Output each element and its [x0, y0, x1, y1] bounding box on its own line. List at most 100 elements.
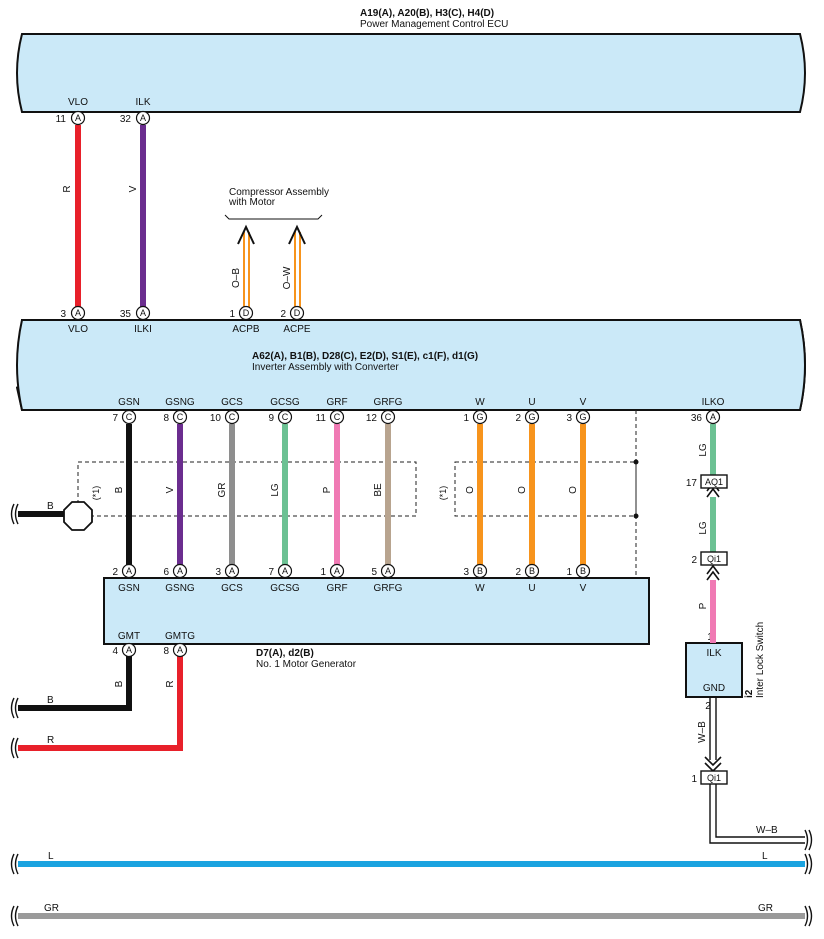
junction-aq1-num: 17 — [686, 478, 698, 489]
inverter-pin-conn-gcs: C — [229, 412, 236, 422]
inverter-pin-conn-grf: C — [334, 412, 341, 422]
motor-generator-code: D7(A), d2(B) — [256, 648, 314, 659]
inverter-terminal-v — [575, 409, 591, 425]
inverter-pin-conn-acpb: D — [243, 308, 250, 318]
mg-pin-label-v: V — [580, 583, 587, 594]
junction-aq1-box — [700, 474, 728, 489]
inverter-terminal-grf — [329, 409, 345, 425]
shield-junction-top — [633, 459, 639, 465]
inverter-pin-num-grfg: 12 — [366, 413, 378, 424]
wire-code-w: O — [465, 486, 476, 494]
inverter-pin-conn-v: G — [579, 412, 586, 422]
ecu-pin-ilk: ILK 32 A — [120, 97, 151, 126]
inverter-name: Inverter Assembly with Converter — [252, 362, 399, 373]
mg-pin-label-gsng: GSNG — [165, 583, 195, 594]
motor-generator-name: No. 1 Motor Generator — [256, 659, 357, 670]
mg-pin-gmt: GMT 4 A — [112, 631, 140, 658]
wire-code-gsn: B — [114, 486, 125, 493]
mg-pin-num-grfg: 5 — [371, 567, 377, 578]
wire-code-gmtg-left: R — [47, 735, 54, 746]
mg-terminal-gcsg — [277, 563, 293, 579]
junction-qi1-lower-label: Qi1 — [707, 773, 721, 783]
inverter-terminal-gsng — [172, 409, 188, 425]
mg-pin-conn-v: B — [580, 566, 586, 576]
inverter-pin-label-acpe: ACPE — [283, 324, 311, 335]
inverter-terminal-ilki — [135, 305, 151, 321]
inverter-box-body — [16, 319, 806, 411]
inverter-pin-num-ilko: 36 — [691, 413, 703, 424]
junction-qi1-upper-num: 2 — [691, 555, 697, 566]
inverter-pin-num-u: 2 — [515, 413, 521, 424]
inverter-pin-conn-grfg: C — [385, 412, 392, 422]
wire-gmtg — [18, 656, 183, 751]
junction-qi1-upper-box — [700, 551, 728, 566]
mg-terminal-gsng — [172, 563, 188, 579]
ecu-code: A19(A), A20(B), H3(C), H4(D) — [360, 8, 494, 19]
inverter-pin-num-gsn: 7 — [112, 413, 118, 424]
break-mark-gr-left-icon — [10, 905, 19, 927]
mg-pin-conn-gmtg: A — [177, 645, 183, 655]
mg-pin-num-gmt: 4 — [112, 646, 118, 657]
inverter-pin-num-gsng: 8 — [163, 413, 169, 424]
ecu-terminal-vlo — [70, 110, 86, 126]
break-mark-l-right-icon — [804, 853, 813, 875]
interlock-label-bottom: GND — [703, 683, 725, 694]
inverter-pin-ilki: 35 A ILKI — [120, 305, 152, 335]
interlock-pin-bottom: 2 — [705, 701, 711, 712]
mg-pin-label-grf: GRF — [326, 583, 347, 594]
wire-code-gmtg: R — [165, 680, 176, 687]
ecu-box — [16, 33, 806, 113]
inverter-pin-label-v: V — [580, 397, 587, 408]
inverter-code: A62(A), B1(B), D28(C), E2(D), S1(E), c1(… — [252, 351, 478, 362]
wire-code-gcs: GR — [217, 483, 228, 498]
wire-code-grf: P — [322, 486, 333, 493]
inverter-pin-conn-w: G — [476, 412, 483, 422]
inverter-pin-num-acpb: 1 — [229, 309, 235, 320]
mg-pin-conn-gcsg: A — [282, 566, 288, 576]
mg-pin-label-w: W — [475, 583, 485, 594]
wire-code-acpb: O–B — [231, 268, 242, 288]
mg-pin-conn-grf: A — [334, 566, 340, 576]
inverter-pin-conn-gsn: C — [126, 412, 133, 422]
inverter-pin-label-gsn: GSN — [118, 397, 140, 408]
inverter-pin-label-vlo: VLO — [68, 324, 88, 335]
inverter-pin-acpe: 2 D ACPE — [280, 305, 311, 335]
ecu-pin-vlo: VLO 11 A — [56, 97, 88, 126]
inverter-pin-vlo: 3 A VLO — [60, 305, 88, 335]
arrow-acpe-icon — [288, 224, 306, 245]
interlock-switch-box — [685, 642, 743, 698]
mg-pin-conn-gmt: A — [126, 645, 132, 655]
ecu-pin-conn-ilk: A — [140, 113, 146, 123]
break-mark-ground-right-icon — [804, 829, 813, 851]
break-mark-shield-icon — [10, 503, 19, 525]
inverter-terminal-acpe — [289, 305, 305, 321]
mg-pin-conn-grfg: A — [385, 566, 391, 576]
mg-terminal-grf — [329, 563, 345, 579]
wire-code-gmt-left: B — [47, 695, 54, 706]
mg-pin-label-gsn: GSN — [118, 583, 140, 594]
wire-code-gsng: V — [165, 486, 176, 493]
inverter-pin-label-ilko: ILKO — [702, 397, 725, 408]
break-mark-l-left-icon — [10, 853, 19, 875]
inverter-pin-conn-acpe: D — [294, 308, 301, 318]
wire-code-shield: B — [47, 501, 54, 512]
inverter-pin-gcsg: GCSG 9 C — [268, 397, 300, 425]
wire-code-ground-out: W–B — [756, 825, 778, 836]
inverter-pin-gsn: GSN 7 C — [112, 397, 140, 425]
mg-pin-gcsg: 7 A GCSG — [268, 563, 300, 594]
shield-note-right: (*1) — [438, 486, 448, 501]
mg-pin-conn-gsn: A — [126, 566, 132, 576]
inverter-pin-label-gcs: GCS — [221, 397, 243, 408]
shield-ground-splice-icon — [63, 501, 93, 531]
inverter-pin-conn-vlo: A — [75, 308, 81, 318]
motor-generator-box — [103, 577, 650, 645]
inverter-terminal-ilko — [705, 409, 721, 425]
inverter-pin-num-grf: 11 — [316, 413, 327, 424]
mg-terminal-gmtg — [172, 642, 188, 658]
mg-pin-label-gmt: GMT — [118, 631, 140, 642]
mg-pin-conn-w: B — [477, 566, 483, 576]
break-mark-gmtg-icon — [10, 737, 19, 759]
break-mark-gmt-icon — [10, 697, 19, 719]
mg-pin-num-gmtg: 8 — [163, 646, 169, 657]
inverter-pin-label-acpb: ACPB — [232, 324, 260, 335]
